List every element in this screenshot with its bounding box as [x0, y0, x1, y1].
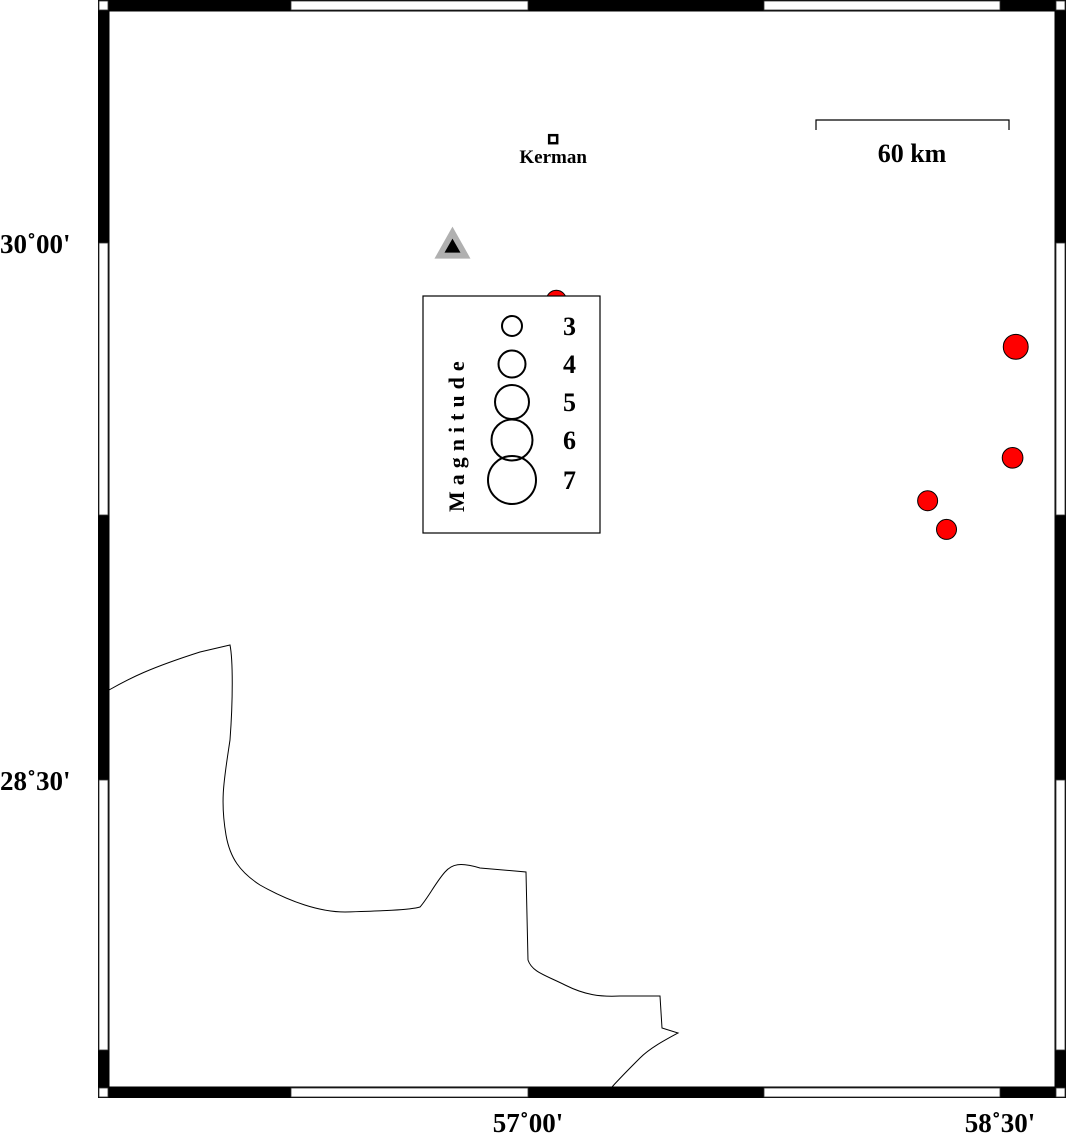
- legend-circle: [497, 349, 527, 379]
- city-square-icon: [547, 133, 559, 145]
- legend-circle: [501, 315, 523, 337]
- station-triangle-icon: [434, 226, 471, 259]
- coastline: [108, 644, 680, 1088]
- earthquake-event: [917, 490, 939, 512]
- scale-bar: 60 km: [815, 119, 1010, 168]
- city-kerman: Kerman: [519, 133, 587, 168]
- magnitude-legend: Magnitude 3 4 5 6 7: [422, 295, 601, 534]
- legend-magnitude-label: 6: [563, 426, 576, 455]
- legend-magnitude-label: 4: [563, 350, 576, 379]
- earthquake-event: [1002, 333, 1029, 360]
- legend-title: Magnitude: [444, 355, 469, 512]
- map-frame: [98, 0, 1066, 1098]
- earthquake-events: [545, 289, 1029, 540]
- legend-magnitude-label: 5: [563, 388, 576, 417]
- earthquake-event: [1001, 446, 1024, 469]
- earthquake-event: [936, 518, 958, 540]
- lon-label-58-30: 58˚30': [965, 1108, 1036, 1136]
- legend-circle: [487, 455, 537, 505]
- lon-label-57-00: 57˚00': [493, 1108, 564, 1136]
- scale-bar-label: 60 km: [878, 139, 947, 168]
- lat-label-28-30: 28˚30': [0, 766, 71, 796]
- legend-magnitude-label: 7: [563, 466, 576, 495]
- legend-magnitude-label: 3: [563, 312, 576, 341]
- legend-circle: [490, 418, 534, 462]
- city-label: Kerman: [519, 147, 587, 168]
- lat-label-30-00: 30˚00': [0, 229, 71, 259]
